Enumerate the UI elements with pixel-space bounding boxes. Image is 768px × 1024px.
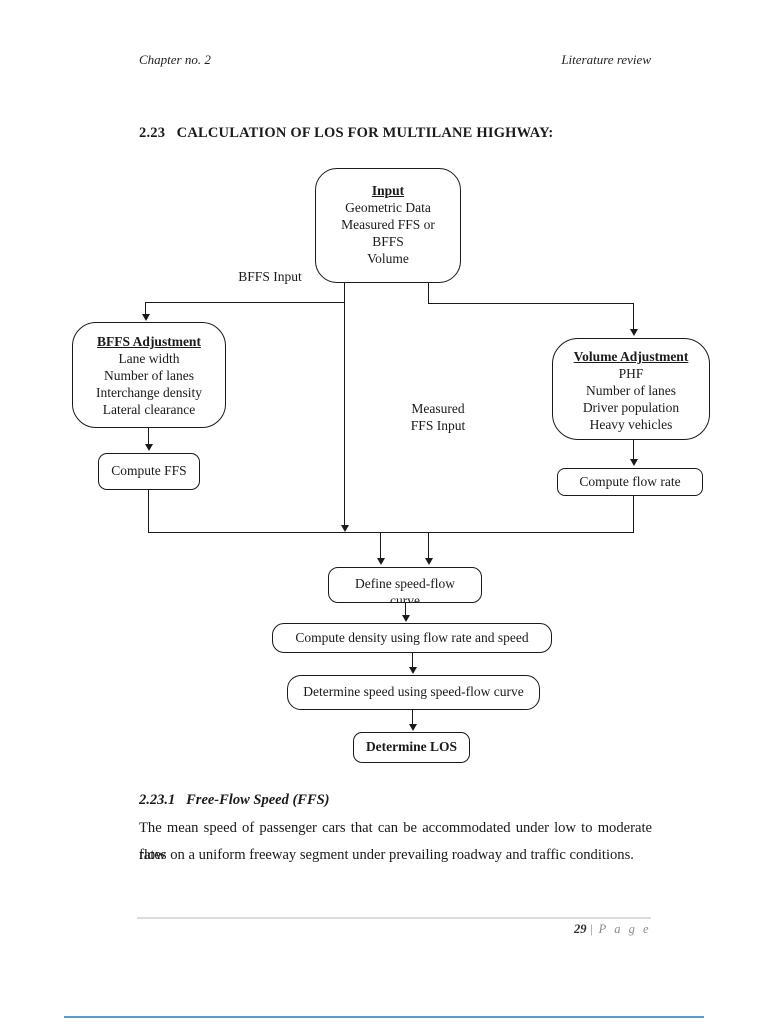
connector-bus xyxy=(148,532,634,534)
footer-label: P a g e xyxy=(598,922,651,936)
flowchart-node-volume-adjustment: Volume Adjustment PHF Number of lanes Dr… xyxy=(552,338,710,440)
node-line: Driver population xyxy=(582,400,680,415)
arrowhead xyxy=(408,667,417,674)
label-line: Measured xyxy=(411,401,465,416)
node-line: Define speed-flow xyxy=(354,576,456,591)
bottom-page-divider xyxy=(64,1016,704,1018)
node-line-clipped: curve xyxy=(390,593,420,603)
arrowhead xyxy=(424,558,433,565)
measured-ffs-input-label: Measured FFS Input xyxy=(393,400,483,434)
connector-define-to-density xyxy=(405,603,407,616)
connector-volume-down xyxy=(633,303,635,330)
node-line: Interchange density xyxy=(95,385,203,400)
node-line: BFFS xyxy=(372,234,404,249)
flowchart-node-input: Input Geometric Data Measured FFS or BFF… xyxy=(315,168,461,283)
arrowhead xyxy=(340,525,349,532)
flowchart-node-bffs-adjustment: BFFS Adjustment Lane width Number of lan… xyxy=(72,322,226,428)
connector-bus-to-define-left xyxy=(380,532,382,559)
arrowhead xyxy=(629,329,638,336)
connector-voladj-to-flowrate xyxy=(633,440,635,460)
arrowhead xyxy=(376,558,385,565)
connector-flowrate-to-bus xyxy=(633,496,635,533)
node-line: Geometric Data xyxy=(345,200,431,215)
node-line: Measured FFS or xyxy=(341,217,435,232)
paragraph-line: rates on a uniform freeway segment under… xyxy=(139,847,634,863)
flowchart-node-compute-ffs: Compute FFS xyxy=(98,453,200,490)
paragraph-line: The mean speed of passenger cars that ca… xyxy=(139,820,652,863)
flowchart-node-determine-los: Determine LOS xyxy=(353,732,470,763)
connector-input-to-bus xyxy=(344,283,346,525)
node-line: Lateral clearance xyxy=(102,402,196,417)
header-chapter: Chapter no. 2 xyxy=(139,52,211,67)
node-line: Heavy vehicles xyxy=(589,417,673,432)
footer-number: 29 xyxy=(573,922,587,936)
node-line: PHF xyxy=(618,366,644,381)
header-section: Literature review xyxy=(561,52,651,67)
page-title: 2.23 CALCULATION OF LOS FOR MULTILANE HI… xyxy=(139,125,554,141)
arrowhead xyxy=(401,615,410,622)
connector-bffs-down xyxy=(145,302,147,315)
arrowhead xyxy=(144,444,153,451)
arrowhead xyxy=(408,724,417,731)
node-line: Volume xyxy=(367,251,409,266)
node-line: Lane width xyxy=(118,351,180,366)
connector-bffsadj-to-computeffs xyxy=(148,428,150,445)
connector-bffs-branch xyxy=(145,302,345,304)
node-line: Number of lanes xyxy=(104,368,194,383)
label-line: FFS Input xyxy=(410,418,466,433)
connector-speed-to-los xyxy=(412,710,414,725)
connector-density-to-speed xyxy=(412,653,414,668)
node-title: BFFS Adjustment xyxy=(97,334,201,349)
footer-page-number: 29 | P a g e xyxy=(450,922,651,937)
connector-computeffs-to-bus xyxy=(148,490,150,533)
connector-input-right-down xyxy=(428,283,430,304)
footer-rule xyxy=(137,917,651,919)
flowchart-node-compute-density: Compute density using flow rate and spee… xyxy=(272,623,552,653)
node-title: Volume Adjustment xyxy=(573,349,689,364)
arrowhead xyxy=(629,459,638,466)
flowchart-node-compute-flow-rate: Compute flow rate xyxy=(557,468,703,496)
flowchart-node-define-speed-flow: Define speed-flow curve xyxy=(328,567,482,603)
node-line: Number of lanes xyxy=(586,383,676,398)
arrowhead xyxy=(141,314,150,321)
connector-bus-to-define-right xyxy=(428,532,430,559)
flowchart-node-determine-speed: Determine speed using speed-flow curve xyxy=(287,675,540,710)
connector-volume-branch xyxy=(428,303,634,305)
node-title: Input xyxy=(371,183,405,198)
section-heading: 2.23.1 Free-Flow Speed (FFS) xyxy=(139,792,330,808)
footer-separator: | xyxy=(589,922,596,936)
bffs-input-label: BFFS Input xyxy=(238,269,302,284)
